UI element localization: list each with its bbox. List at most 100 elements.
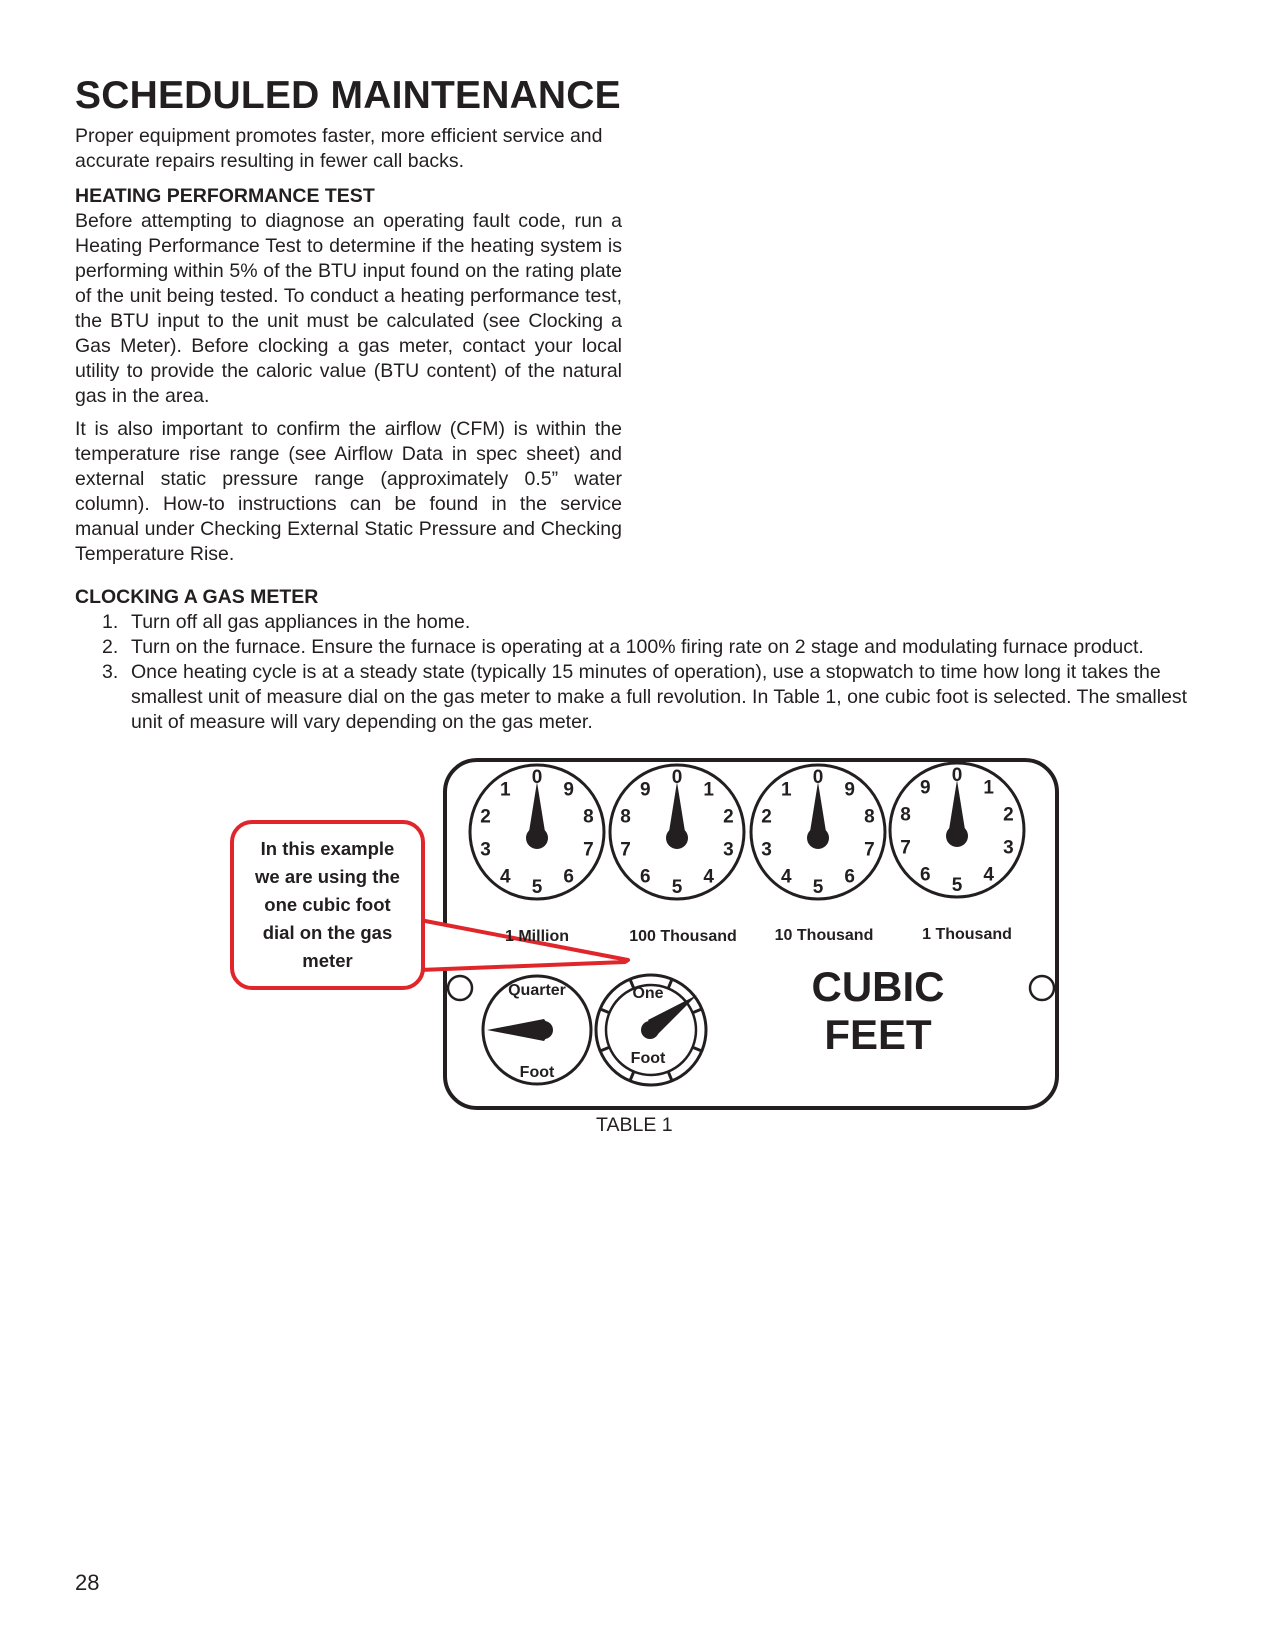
dial-number: 7 bbox=[583, 840, 594, 861]
dial-number: 4 bbox=[983, 865, 994, 886]
hpt-paragraph-1: Before attempting to diagnose an operati… bbox=[75, 210, 622, 407]
dial-number: 4 bbox=[781, 867, 792, 888]
hpt-paragraph-2: It is also important to confirm the airf… bbox=[75, 418, 622, 565]
screw-hole-left bbox=[446, 974, 474, 1002]
dial-hub bbox=[526, 827, 548, 849]
register-dial-face bbox=[749, 763, 887, 901]
quarter-dial-bottom-label: Foot bbox=[520, 1064, 555, 1081]
dial-number: 4 bbox=[703, 867, 714, 888]
step-number: 2. bbox=[102, 636, 119, 658]
one-foot-tick bbox=[692, 1045, 703, 1053]
dial-number: 2 bbox=[1003, 804, 1014, 825]
dial-number: 8 bbox=[900, 804, 911, 825]
dial-number: 3 bbox=[761, 840, 772, 861]
section-heading-hpt: HEATING PERFORMANCE TEST bbox=[75, 185, 375, 207]
one-foot-hub bbox=[641, 1021, 659, 1039]
quarter-foot-dial bbox=[481, 974, 593, 1086]
register-dial-face bbox=[608, 763, 746, 901]
dial-label-100-thousand: 100 Thousand bbox=[629, 928, 737, 945]
dial-number: 3 bbox=[480, 840, 491, 861]
dial-needle bbox=[809, 782, 827, 838]
dial-number: 5 bbox=[672, 877, 683, 898]
dial-number: 1 bbox=[781, 779, 792, 800]
step-number: 1. bbox=[102, 611, 119, 633]
dial-number: 7 bbox=[864, 840, 875, 861]
dial-number: 0 bbox=[813, 767, 824, 788]
one-foot-tick bbox=[666, 978, 674, 989]
dial-hub bbox=[807, 827, 829, 849]
meter-face-plate bbox=[443, 758, 1059, 1110]
callout-pointer bbox=[418, 918, 630, 972]
dial-label-1-million: 1 Million bbox=[505, 928, 569, 945]
intro-text: Proper equipment promotes faster, more e… bbox=[75, 124, 622, 174]
dial-number: 2 bbox=[761, 806, 772, 827]
one-foot-dial-outer bbox=[594, 973, 708, 1087]
dial-needle bbox=[668, 782, 686, 838]
section-heading-clocking: CLOCKING A GAS METER bbox=[75, 586, 319, 608]
dial-number: 6 bbox=[844, 867, 855, 888]
units-label-cubic: CUBIC bbox=[812, 963, 945, 1010]
dial-number: 4 bbox=[500, 867, 511, 888]
list-item: 1. Turn off all gas appliances in the hom… bbox=[75, 610, 1205, 635]
dial-number: 3 bbox=[1003, 838, 1014, 859]
one-foot-tick bbox=[628, 978, 636, 989]
dial-needle bbox=[528, 782, 546, 838]
step-text: Once heating cycle is at a steady state … bbox=[131, 661, 1188, 733]
screw-hole-right bbox=[1028, 974, 1056, 1002]
dial-number: 8 bbox=[583, 806, 594, 827]
dial-number: 3 bbox=[723, 840, 734, 861]
list-item: 3. Once heating cycle is at a steady stat… bbox=[75, 660, 1205, 735]
dial-number: 2 bbox=[480, 806, 491, 827]
one-foot-pointer bbox=[648, 995, 697, 1036]
one-dial-top-label: One bbox=[632, 985, 663, 1002]
callout-box: In this example we are using the one cub… bbox=[230, 820, 425, 990]
step-text: Turn on the furnace. Ensure the furnace … bbox=[131, 636, 1144, 658]
dial-number: 0 bbox=[532, 767, 543, 788]
page-number: 28 bbox=[75, 1570, 100, 1595]
dial-number: 6 bbox=[640, 867, 651, 888]
one-foot-tick bbox=[599, 1045, 610, 1053]
clocking-section: CLOCKING A GAS METER 1. Turn off all gas … bbox=[75, 585, 1205, 735]
one-foot-tick bbox=[599, 1007, 610, 1015]
dial-number: 6 bbox=[920, 865, 931, 886]
dial-number: 0 bbox=[952, 765, 963, 786]
dial-label-10-thousand: 10 Thousand bbox=[775, 927, 874, 944]
dial-number: 6 bbox=[563, 867, 574, 888]
dial-number: 9 bbox=[920, 777, 931, 798]
quarter-dial-top-label: Quarter bbox=[508, 982, 566, 999]
one-foot-ticks bbox=[599, 978, 703, 1082]
dial-number: 8 bbox=[864, 806, 875, 827]
dial-number: 7 bbox=[900, 838, 911, 859]
dial-number: 0 bbox=[672, 767, 683, 788]
register-dial-face bbox=[888, 761, 1026, 899]
register-dial-face bbox=[468, 763, 606, 901]
dial-number: 5 bbox=[532, 877, 543, 898]
dial-number: 8 bbox=[620, 806, 631, 827]
one-dial-bottom-label: Foot bbox=[631, 1050, 666, 1067]
dial-number: 1 bbox=[500, 779, 511, 800]
steps-list: 1. Turn off all gas appliances in the hom… bbox=[75, 610, 1205, 735]
figure-caption: TABLE 1 bbox=[596, 1114, 673, 1136]
step-text: Turn off all gas appliances in the home. bbox=[131, 611, 471, 633]
dial-label-1-thousand: 1 Thousand bbox=[922, 926, 1012, 943]
dial-number: 1 bbox=[703, 779, 714, 800]
dial-number: 2 bbox=[723, 806, 734, 827]
dial-number: 7 bbox=[620, 840, 631, 861]
one-foot-tick bbox=[666, 1071, 674, 1082]
step-number: 3. bbox=[102, 661, 119, 683]
dial-number: 9 bbox=[563, 779, 574, 800]
one-foot-tick bbox=[692, 1007, 703, 1015]
dial-number: 1 bbox=[983, 777, 994, 798]
intro-paragraph: Proper equipment promotes faster, more e… bbox=[75, 125, 603, 172]
quarter-foot-pointer bbox=[487, 1019, 552, 1041]
quarter-foot-hub bbox=[535, 1021, 553, 1039]
dial-number: 9 bbox=[640, 779, 651, 800]
page-title: SCHEDULED MAINTENANCE bbox=[75, 74, 621, 117]
dial-needle bbox=[948, 780, 966, 836]
list-item: 2. Turn on the furnace. Ensure the furnac… bbox=[75, 635, 1205, 660]
dial-hub bbox=[946, 825, 968, 847]
dial-number: 5 bbox=[813, 877, 824, 898]
heating-performance-section: HEATING PERFORMANCE TEST Before attempti… bbox=[75, 184, 622, 567]
units-label-feet: FEET bbox=[824, 1011, 932, 1058]
